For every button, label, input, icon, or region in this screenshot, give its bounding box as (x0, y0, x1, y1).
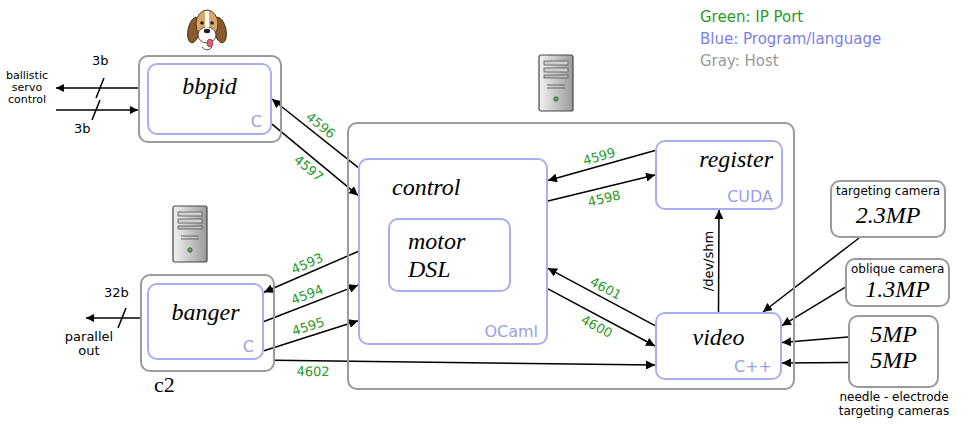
signal-label-holder: 3b (74, 122, 91, 136)
camera-resolution: 5MP (870, 321, 917, 347)
beagle-icon (185, 10, 228, 50)
program-name: banger (172, 299, 240, 327)
connector-arrow (782, 287, 845, 325)
connector-arrow (264, 321, 358, 351)
port-number: 4597 (289, 151, 327, 186)
port-number: 4593 (288, 250, 328, 278)
port-number: 4599 (579, 145, 619, 169)
edge-label-holder: 4602 (294, 361, 331, 379)
edge-label-holder: 4595 (288, 312, 329, 340)
connector-arrow (718, 210, 720, 312)
connector-arrow (275, 360, 655, 365)
edge-label-holder: 4596 (301, 107, 341, 144)
legend-color-sample: Gray: Host (700, 52, 779, 70)
connector-arrow (548, 151, 655, 181)
connector-arrow (548, 289, 655, 346)
program-name: register (665, 146, 773, 174)
language-label: C (251, 113, 262, 131)
edge-label-holder: 4593 (286, 247, 327, 278)
program-box: controlOCaml motor DSL (358, 158, 548, 345)
program-box: registerCUDA (655, 140, 783, 210)
port-number: 4595 (288, 315, 328, 340)
camera-type: oblique camera (851, 262, 944, 276)
parallel-out-wire (86, 308, 140, 328)
signal-label-holder: parallel out (60, 330, 118, 359)
connector-arrow (264, 285, 358, 321)
camera-resolution: 1.3MP (865, 276, 930, 302)
program-box: videoC++ (655, 312, 782, 380)
camera-box: targeting camera 2.3MP (830, 180, 946, 238)
dsl-box: motor DSL (388, 218, 511, 292)
program-box: bbpidC (147, 63, 272, 135)
signal-label: ballistic servo control (1, 70, 53, 106)
connector-arrow (548, 175, 655, 201)
servo-wires (56, 78, 138, 120)
legend-entry: Gray: Host (700, 52, 779, 70)
signal-label: 3b (92, 54, 109, 68)
shared-memory-label: /dev/shm (702, 229, 717, 293)
signal-label: 3b (74, 122, 91, 136)
program-name: motor DSL (408, 228, 501, 283)
camera-box: 5MP5MPneedle - electrode targeting camer… (848, 315, 939, 388)
legend-entry: Blue: Program/language (700, 30, 881, 48)
host-box: controlOCaml motor DSL registerCUDA videoC+… (347, 122, 795, 390)
language-label: OCaml (368, 323, 538, 341)
legend-entry: Green: IP Port (700, 8, 803, 26)
program-name: control (368, 174, 538, 202)
connector-arrow (782, 362, 848, 364)
camera-resolution: 5MP (870, 347, 917, 373)
program-box: bangerC (147, 283, 264, 360)
legend-color-sample: Blue: Program/language (700, 30, 881, 48)
edge-label-holder: /dev/shm (699, 229, 717, 293)
connector-arrow (272, 99, 358, 167)
language-label: CUDA (665, 188, 773, 206)
host-box: c2bangerC (140, 274, 275, 372)
host-box: bbpidC (138, 55, 282, 143)
port-number: 4596 (302, 109, 340, 143)
edge-label-holder: 4594 (287, 279, 328, 309)
program-name: bbpid (182, 73, 237, 101)
signal-label: parallel out (60, 330, 118, 359)
camera-box: oblique camera1.3MP (845, 258, 950, 307)
camera-resolution: 2.3MP (856, 202, 921, 228)
port-number: 4600 (577, 312, 616, 342)
host-computer-icon (173, 206, 207, 262)
signal-label: 32b (104, 286, 129, 300)
edge-label-holder: 4601 (586, 271, 627, 304)
edge-label-holder: 4600 (576, 310, 617, 343)
connector-arrow (782, 337, 848, 343)
edge-label-holder: 4599 (579, 142, 620, 169)
port-number: 4598 (584, 188, 623, 211)
language-label: C++ (665, 358, 772, 376)
connector-arrow (272, 124, 358, 195)
signal-label-holder: ballistic servo control (1, 70, 53, 106)
edge-label-holder: 4598 (584, 185, 624, 211)
camera-type: targeting camera (836, 184, 940, 198)
port-number: 4594 (288, 282, 328, 309)
legend-color-sample: Green: IP Port (700, 8, 803, 26)
language-label: C (243, 338, 254, 356)
port-number: 4602 (294, 364, 331, 379)
host-computer-icon (539, 55, 573, 111)
connector-arrow (264, 252, 358, 293)
edge-label-holder: 4597 (289, 149, 329, 187)
connector-arrow (763, 238, 859, 312)
program-name: video (665, 324, 772, 352)
port-number: 4601 (586, 274, 625, 304)
signal-label-holder: 3b (92, 54, 109, 68)
signal-label-holder: 32b (104, 286, 129, 300)
